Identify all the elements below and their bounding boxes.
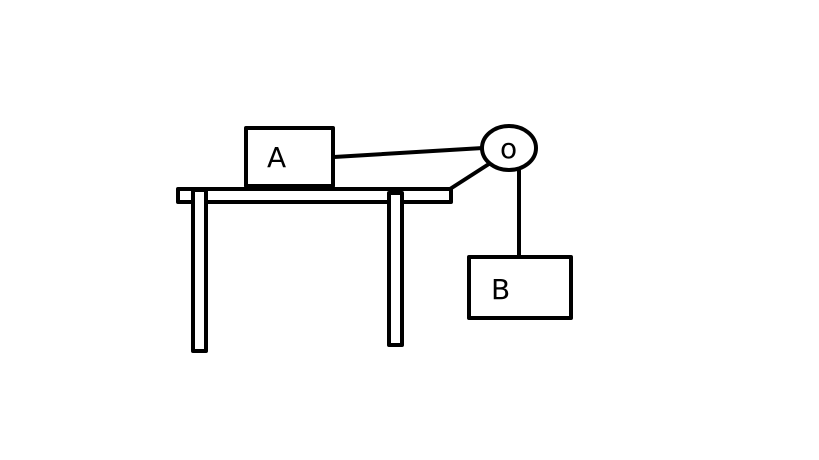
pulley-support-arm	[448, 160, 494, 191]
block-b	[467, 255, 573, 320]
block-a	[244, 126, 335, 188]
block-b-label: B	[491, 273, 510, 306]
table-top	[176, 187, 453, 204]
table-leg-right	[387, 191, 404, 347]
pulley-label: o	[500, 132, 517, 165]
rope-horizontal	[332, 146, 485, 159]
table-leg-left	[191, 188, 208, 353]
block-a-label: A	[267, 141, 286, 174]
pulley-wheel	[480, 124, 538, 172]
